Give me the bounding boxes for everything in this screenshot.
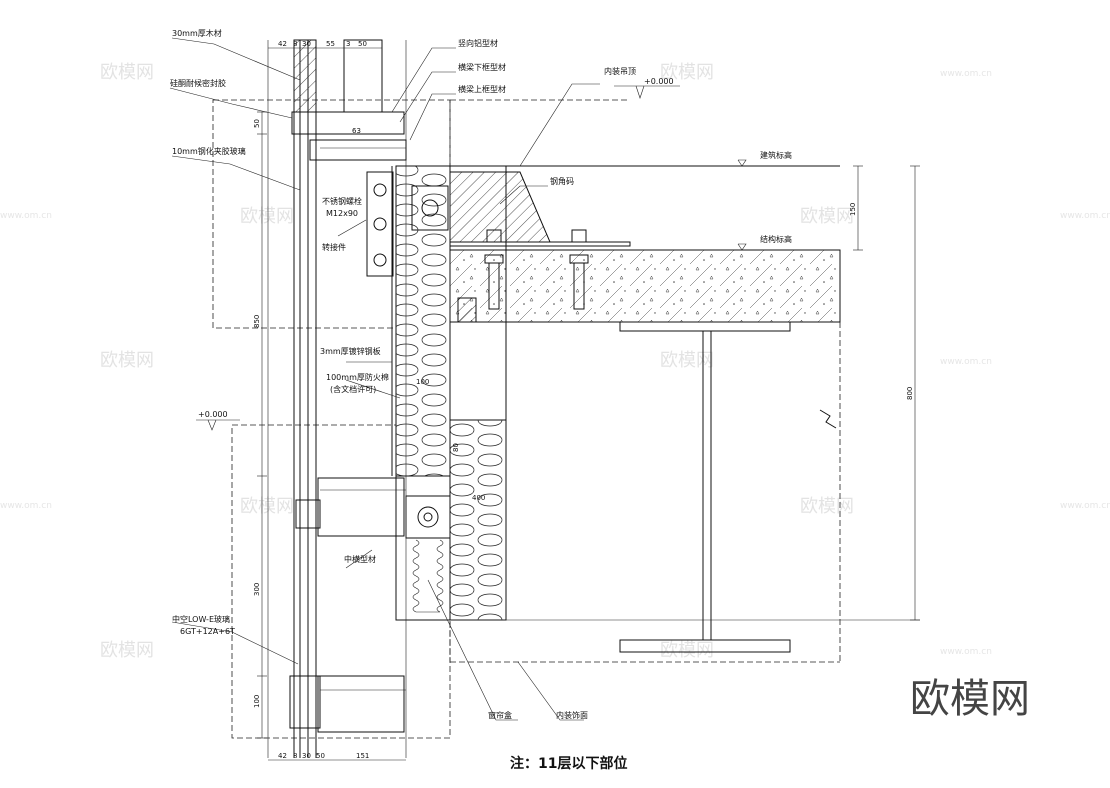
label-lower-beam: 横梁下框型材 xyxy=(458,62,506,72)
dim-value: 42 xyxy=(278,40,287,48)
label-fire-rockwool: 100mm厚防火棉 xyxy=(326,372,389,382)
curtain-wall xyxy=(267,39,407,758)
watermark-url: www.om.cn xyxy=(1060,501,1110,511)
level-triangle xyxy=(737,159,747,167)
label-sealant: 硅酮耐候密封胶 xyxy=(170,78,226,88)
dim-value: 850 xyxy=(253,315,261,328)
bolt-icon xyxy=(373,253,387,267)
dimension-vertical xyxy=(450,165,920,621)
dim-value: 150 xyxy=(849,203,857,216)
watermark-text: 欧模网 xyxy=(100,62,154,83)
label-laminated-glass: 10mm钢化夹胶玻璃 xyxy=(172,146,246,156)
anchor-bolt xyxy=(569,229,589,310)
dim-value: 50 xyxy=(316,752,325,760)
watermark-logo: 欧模网 xyxy=(910,676,1030,722)
label-upper-beam: 横梁上框型材 xyxy=(458,84,506,94)
drawing-note: 注：11层以下部位 xyxy=(510,755,627,772)
leader-lines xyxy=(169,37,600,721)
dim-value: 300 xyxy=(253,583,261,596)
connector-plate xyxy=(366,171,394,277)
dim-value: 50 xyxy=(358,40,367,48)
dim-value: 100 xyxy=(416,378,429,386)
dim-value: 100 xyxy=(253,695,261,708)
label-glass-spec: 6GT+12A+6T xyxy=(180,627,235,636)
steel-i-beam xyxy=(619,321,791,653)
label-insulated-glass: 中空LOW-E玻璃 xyxy=(172,614,230,624)
label-interior-finish: 内装饰面 xyxy=(556,710,588,720)
dim-value: 42 xyxy=(278,752,287,760)
dim-value: 30 xyxy=(302,40,311,48)
watermark-text: 欧模网 xyxy=(660,350,714,371)
shim-block xyxy=(457,297,477,323)
watermark-text: 欧模网 xyxy=(800,206,854,227)
watermark-url: www.om.cn xyxy=(940,647,992,657)
level-value: +0.000 xyxy=(198,410,228,419)
watermark-text: 欧模网 xyxy=(660,62,714,83)
label-stainless-bolt: 不锈钢螺栓 xyxy=(322,196,362,206)
dim-value: 80 xyxy=(452,443,460,452)
label-interior-ceiling: 内装吊顶 xyxy=(604,66,636,76)
dim-value: 8 xyxy=(293,40,297,48)
watermark-url: www.om.cn xyxy=(0,501,52,511)
label-structure-level: 结构标高 xyxy=(760,234,792,244)
label-finish-level: 建筑标高 xyxy=(760,150,792,160)
watermark-url: www.om.cn xyxy=(940,357,992,367)
watermark-text: 欧模网 xyxy=(660,640,714,661)
level-marker: +0.000 xyxy=(614,77,680,99)
curtain-fabric xyxy=(412,539,444,613)
watermark-text: 欧模网 xyxy=(800,496,854,517)
steel-bracket xyxy=(449,171,551,243)
label-connector: 转接件 xyxy=(322,242,346,252)
watermark-url: www.om.cn xyxy=(940,69,992,79)
label-wall-profile: 竖向铝型材 xyxy=(458,38,498,48)
dim-value: 800 xyxy=(906,387,914,400)
rockwool-insulation xyxy=(395,165,451,477)
dim-value: 400 xyxy=(472,494,485,502)
watermark-text: 欧模网 xyxy=(240,206,294,227)
bolt-icon xyxy=(373,183,387,197)
curtain-box xyxy=(405,495,451,539)
dim-value: 50 xyxy=(253,119,261,128)
bolt-icon xyxy=(373,217,387,231)
dim-value: 151 xyxy=(356,752,369,760)
label-fire-note: (含文档许可) xyxy=(330,384,376,394)
label-steel-angle: 钢角码 xyxy=(550,176,574,186)
watermark-text: 欧模网 xyxy=(100,640,154,661)
label-bolt-spec: M12x90 xyxy=(326,209,358,218)
dim-value: 63 xyxy=(352,127,361,135)
level-triangle xyxy=(737,243,747,251)
bolt-icon xyxy=(421,199,439,217)
curtain-roller xyxy=(417,506,439,528)
dimension-vertical xyxy=(257,111,267,739)
label-mid-transom: 中横型材 xyxy=(344,554,376,564)
watermark-text: 欧模网 xyxy=(100,350,154,371)
dim-value: 3 xyxy=(346,40,350,48)
concrete-slab xyxy=(449,249,841,323)
dim-value: 30 xyxy=(302,752,311,760)
watermark-url: www.om.cn xyxy=(1060,211,1110,221)
watermark-url: www.om.cn xyxy=(0,211,52,221)
dim-value: 8 xyxy=(293,752,297,760)
label-wood-panel: 30mm厚木材 xyxy=(172,28,222,38)
level-value: +0.000 xyxy=(644,77,674,86)
curtain-roller xyxy=(423,512,433,522)
dim-value: 55 xyxy=(326,40,335,48)
label-galvanized-sheet: 3mm厚镀锌钢板 xyxy=(320,346,381,356)
level-marker: +0.000 xyxy=(196,410,240,431)
bracket-assembly xyxy=(411,185,449,231)
label-curtain-box: 窗帘盒 xyxy=(488,710,512,720)
anchor-bolt xyxy=(484,229,504,310)
break-line xyxy=(819,409,837,429)
steel-plate xyxy=(449,241,631,247)
watermark-text: 欧模网 xyxy=(240,496,294,517)
watermark-group: 欧模网 欧模网 www.om.cn www.om.cn 欧模网 欧模网 www.… xyxy=(0,62,1110,722)
